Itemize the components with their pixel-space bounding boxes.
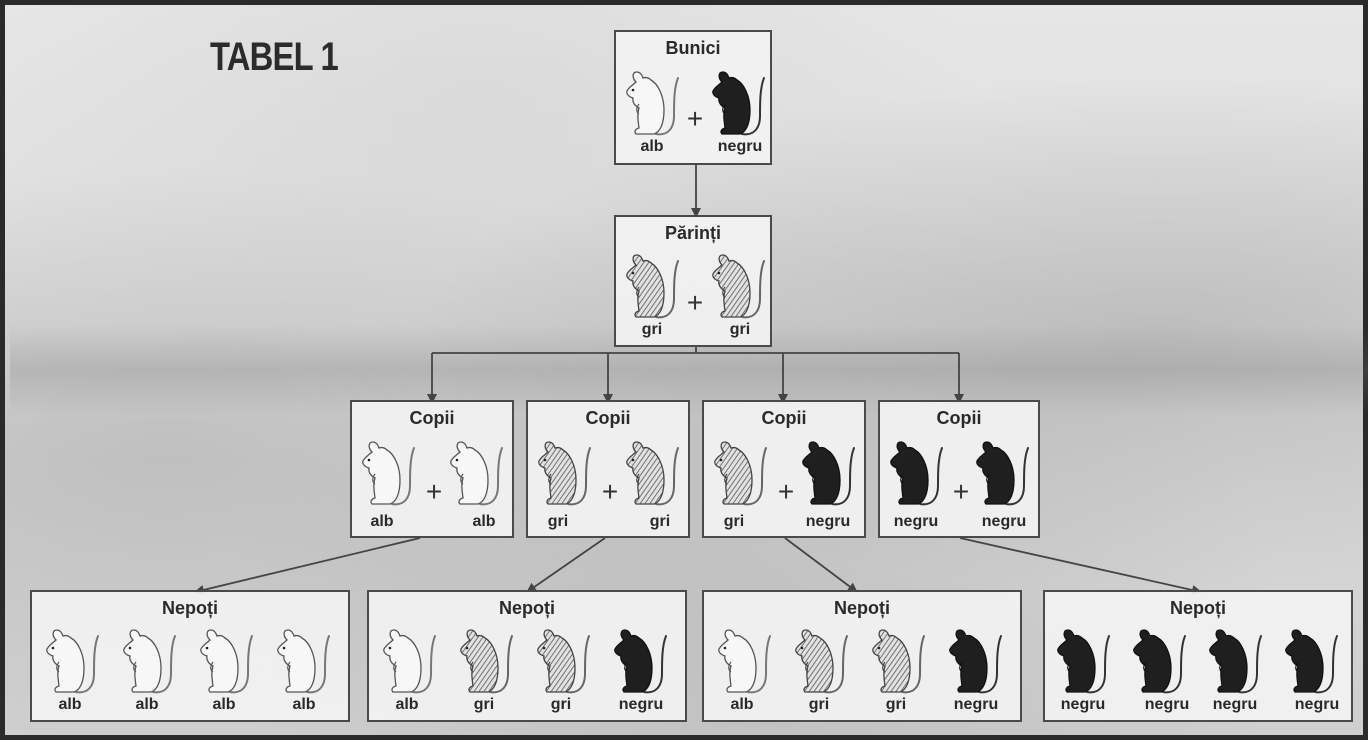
mouse-label: alb	[472, 513, 496, 530]
mouse-label: gri	[885, 696, 907, 713]
mouse-icon	[533, 626, 593, 703]
box-title: Nepoți	[162, 598, 218, 618]
plus-sign: +	[425, 476, 443, 507]
mouse-label: alb	[212, 696, 236, 713]
mouse-label: gri	[473, 696, 495, 713]
mouse-icon	[610, 626, 670, 703]
mouse-icon	[708, 251, 768, 328]
mouse-label: negru	[981, 513, 1027, 530]
mouse-label: gri	[641, 321, 663, 338]
mouse-label: alb	[370, 513, 394, 530]
box-title: Nepoți	[499, 598, 555, 618]
mouse-icon	[1281, 626, 1341, 703]
plus-sign: +	[601, 476, 619, 507]
table-title: TABEL 1	[210, 35, 339, 79]
mouse-label: gri	[649, 513, 671, 530]
mouse-icon	[358, 438, 418, 515]
mouse-icon	[446, 438, 506, 515]
box-title: Copii	[585, 408, 631, 428]
mouse-label: negru	[1212, 696, 1258, 713]
mouse-icon	[273, 626, 333, 703]
box-title: Nepoți	[1170, 598, 1226, 618]
mouse-icon	[622, 68, 682, 145]
box-nepoti-3: Nepoți alb gri gri negru	[702, 590, 1022, 722]
mouse-label: gri	[550, 696, 572, 713]
mouse-icon	[886, 438, 946, 515]
mouse-icon	[622, 251, 682, 328]
mouse-label: negru	[805, 513, 851, 530]
mouse-label: negru	[1294, 696, 1340, 713]
box-nepoti-1: Nepoți alb alb alb alb	[30, 590, 350, 722]
mouse-icon	[379, 626, 439, 703]
mouse-icon	[1129, 626, 1189, 703]
plus-sign: +	[777, 476, 795, 507]
mouse-icon	[119, 626, 179, 703]
plus-sign: +	[686, 287, 704, 318]
mouse-icon	[622, 438, 682, 515]
mouse-icon	[708, 68, 768, 145]
arrow-copii2-to-nepoti2	[526, 537, 606, 593]
mouse-label: gri	[547, 513, 569, 530]
plus-sign: +	[952, 476, 970, 507]
mouse-icon	[710, 438, 770, 515]
box-copii-4: Copii + negru negru	[878, 400, 1040, 538]
mouse-icon	[1053, 626, 1113, 703]
mouse-label: negru	[1060, 696, 1106, 713]
arrow-copii3-to-nepoti3	[784, 537, 858, 593]
mouse-label: negru	[953, 696, 999, 713]
mouse-label: gri	[808, 696, 830, 713]
box-copii-1: Copii + alb alb	[350, 400, 514, 538]
box-bunici: Bunici + alb negru	[614, 30, 772, 165]
mouse-icon	[798, 438, 858, 515]
box-copii-2: Copii + gri gri	[526, 400, 690, 538]
mouse-label: negru	[618, 696, 664, 713]
box-title: Bunici	[665, 38, 721, 58]
mouse-label: alb	[395, 696, 419, 713]
mouse-icon	[534, 438, 594, 515]
box-title: Copii	[936, 408, 982, 428]
arrow-copii4-to-nepoti4	[959, 537, 1202, 595]
mouse-label: alb	[730, 696, 754, 713]
mouse-icon	[196, 626, 256, 703]
mouse-label: negru	[1144, 696, 1190, 713]
box-title: Părinți	[664, 223, 721, 243]
arrow-copii1-to-nepoti1	[194, 537, 421, 595]
box-copii-3: Copii + gri negru	[702, 400, 866, 538]
mouse-icon	[791, 626, 851, 703]
mouse-label: alb	[135, 696, 159, 713]
mouse-icon	[945, 626, 1005, 703]
mouse-icon	[868, 626, 928, 703]
mouse-label: alb	[58, 696, 82, 713]
mouse-label: negru	[893, 513, 939, 530]
box-title: Copii	[761, 408, 807, 428]
mouse-label: negru	[717, 138, 763, 155]
arrows-layer	[194, 165, 1202, 595]
box-parinti: Părinți + gri gri	[614, 215, 772, 347]
box-title: Copii	[409, 408, 455, 428]
box-nepoti-2: Nepoți alb gri gri negru	[367, 590, 687, 722]
box-title: Nepoți	[834, 598, 890, 618]
mouse-icon	[456, 626, 516, 703]
mouse-label: alb	[292, 696, 316, 713]
box-nepoti-4: Nepoți negru negru negru negru	[1043, 590, 1353, 722]
mouse-label: gri	[729, 321, 751, 338]
mouse-label: alb	[640, 138, 664, 155]
mouse-icon	[1205, 626, 1265, 703]
mouse-icon	[714, 626, 774, 703]
mouse-label: gri	[723, 513, 745, 530]
mouse-icon	[42, 626, 102, 703]
mouse-icon	[972, 438, 1032, 515]
plus-sign: +	[686, 103, 704, 134]
